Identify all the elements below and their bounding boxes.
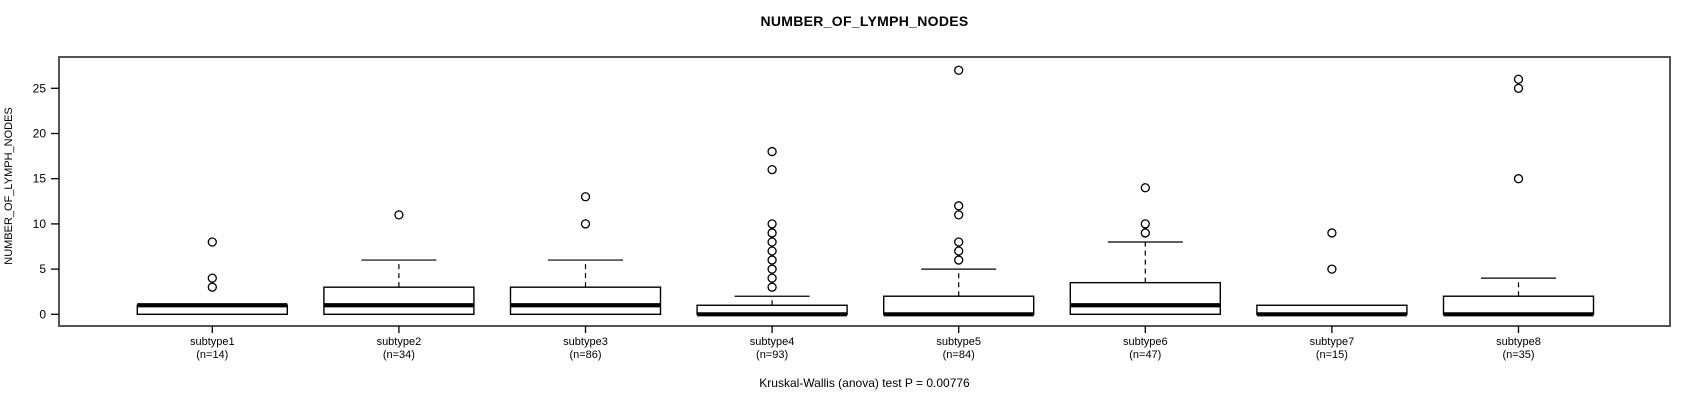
group-name: subtype8 [1496,336,1541,348]
outlier-point [767,237,777,247]
x-group-label: subtype8(n=35) [1426,336,1612,362]
group-sample-size: (n=93) [756,349,789,361]
outlier-point [580,192,591,202]
outlier-point [1140,228,1150,238]
y-tick-label: 10 [33,217,47,231]
group-sample-size: (n=14) [196,349,229,361]
outlier-point [954,246,964,256]
group-sample-size: (n=86) [569,349,602,361]
outlier-point [1140,219,1150,229]
x-group-label: subtype4(n=93) [679,336,865,362]
x-group-label: subtype1(n=14) [119,336,305,362]
x-group-label: subtype2(n=34) [306,336,492,362]
outlier-point [954,255,964,265]
chart-title: NUMBER_OF_LYMPH_NODES [760,13,969,29]
y-tick-label: 20 [33,127,47,141]
outlier-point [580,219,591,229]
outlier-point [767,255,777,265]
x-group-label: subtype3(n=86) [493,336,679,362]
x-group-label: subtype7(n=15) [1239,336,1425,362]
y-tick-label: 5 [39,262,46,276]
plot-frame [58,56,1671,327]
outlier-point [954,201,964,211]
iqr-box [323,286,475,315]
iqr-box [509,286,662,315]
outlier-point [954,237,964,247]
outlier-point [207,273,217,283]
group-name: subtype5 [936,336,982,348]
outlier-point [767,165,777,175]
group-name: subtype4 [749,336,795,348]
outlier-point [1513,83,1524,93]
group-sample-size: (n=47) [1129,349,1162,361]
outlier-point [767,282,777,292]
group-name: subtype3 [563,336,608,348]
y-tick-label: 15 [33,172,47,186]
group-name: subtype1 [189,336,235,348]
outlier-point [1140,183,1150,193]
outlier-point [767,228,777,238]
group-sample-size: (n=34) [382,349,415,361]
outlier-point [954,210,964,220]
group-name: subtype2 [376,336,422,348]
outlier-point [1327,228,1337,238]
group-sample-size: (n=15) [1315,349,1348,361]
x-group-label: subtype5(n=84) [866,336,1052,362]
group-name: subtype7 [1309,336,1355,348]
group-name: subtype6 [1122,336,1168,348]
iqr-box [883,295,1035,316]
outlier-point [207,237,217,247]
outlier-point [767,264,777,274]
group-sample-size: (n=35) [1502,349,1535,361]
iqr-box [1069,281,1222,316]
kruskal-wallis-note: Kruskal-Wallis (anova) test P = 0.00776 [759,376,970,390]
outlier-point [767,219,777,229]
outlier-point [767,273,777,283]
group-sample-size: (n=84) [942,349,975,361]
x-axis-labels: subtype1(n=14)subtype2(n=34)subtype3(n=8… [0,336,1700,366]
outlier-point [1327,264,1337,274]
outlier-point [767,246,777,256]
outlier-point [1513,174,1524,184]
y-tick-label: 0 [39,307,46,321]
outlier-point [954,65,964,75]
y-tick-label: 25 [33,81,47,95]
outlier-point [1513,74,1524,84]
x-group-label: subtype6(n=47) [1052,336,1238,362]
outlier-point [394,210,404,220]
outlier-point [767,146,777,157]
iqr-box [1442,295,1595,316]
outlier-point [207,282,217,292]
